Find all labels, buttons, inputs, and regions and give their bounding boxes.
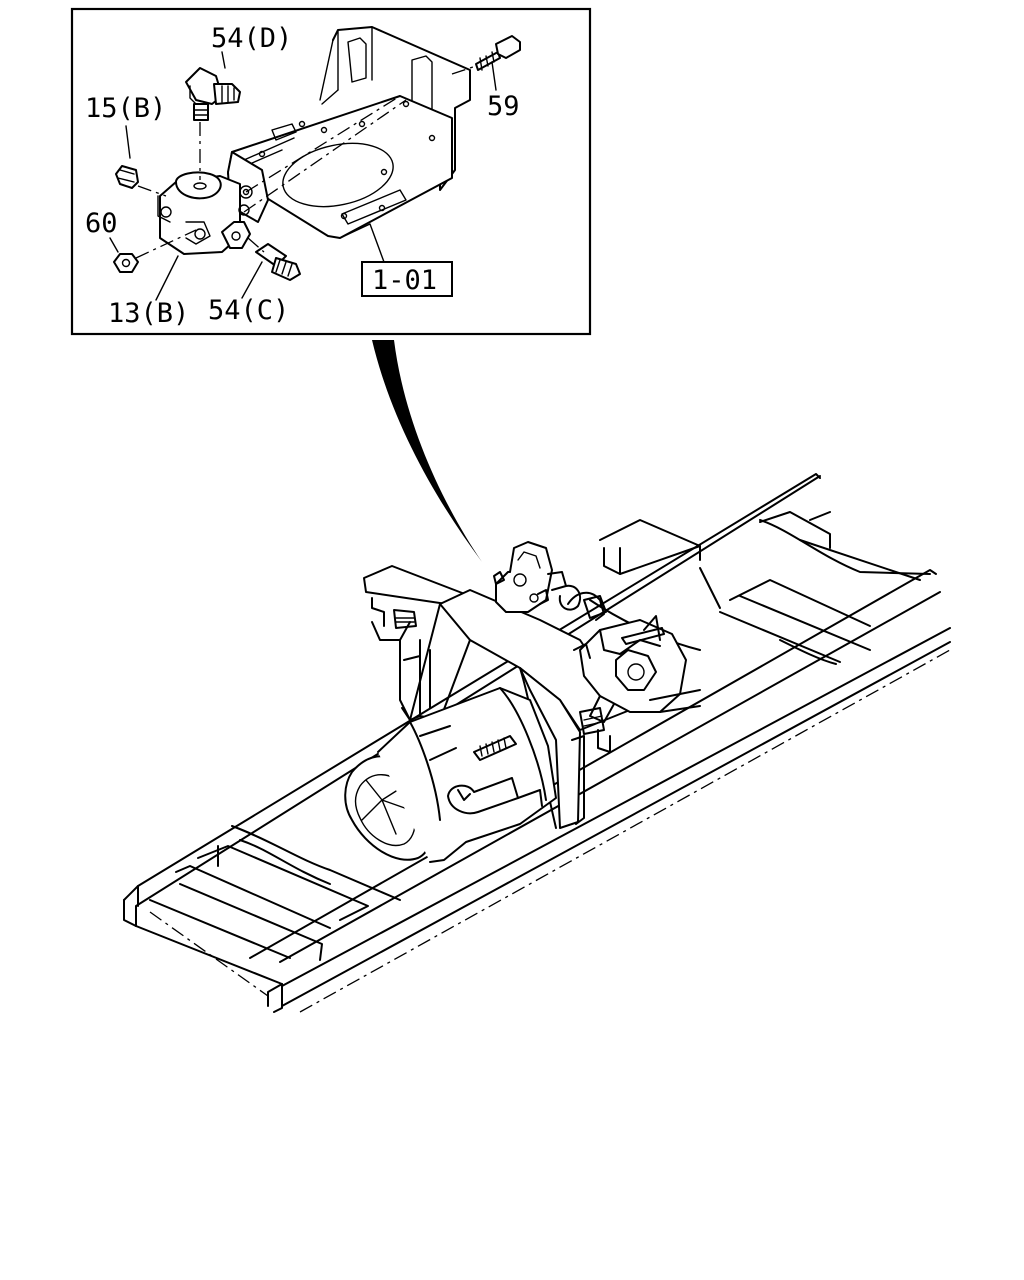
elbow-fitting-icon: [185, 67, 241, 121]
nut-icon: [113, 253, 139, 273]
label-54d: 54(D): [211, 23, 292, 54]
label-15b: 15(B): [85, 93, 166, 124]
plug-icon: [115, 165, 139, 189]
valve-block-icon-small: [493, 541, 582, 613]
straight-fitting-icon: [255, 243, 301, 281]
differential-icon: [567, 591, 701, 723]
label-1-01: 1-01: [372, 265, 437, 296]
leader-lines: [109, 51, 497, 301]
detail-inset: 54(D) 15(B) 59 60 13(B) 54(C) 1-01: [70, 7, 592, 336]
pointer-arrow: [372, 340, 482, 562]
ref-box-1-01: [361, 261, 453, 297]
label-59: 59: [487, 91, 520, 122]
transmission-icon: [344, 687, 557, 863]
label-13b: 13(B): [108, 298, 189, 329]
bolt-icon: [475, 35, 521, 71]
label-60: 60: [85, 208, 118, 239]
label-54c: 54(C): [208, 295, 289, 326]
valve-block-icon: [157, 171, 251, 255]
frame-icon: [123, 473, 951, 1013]
